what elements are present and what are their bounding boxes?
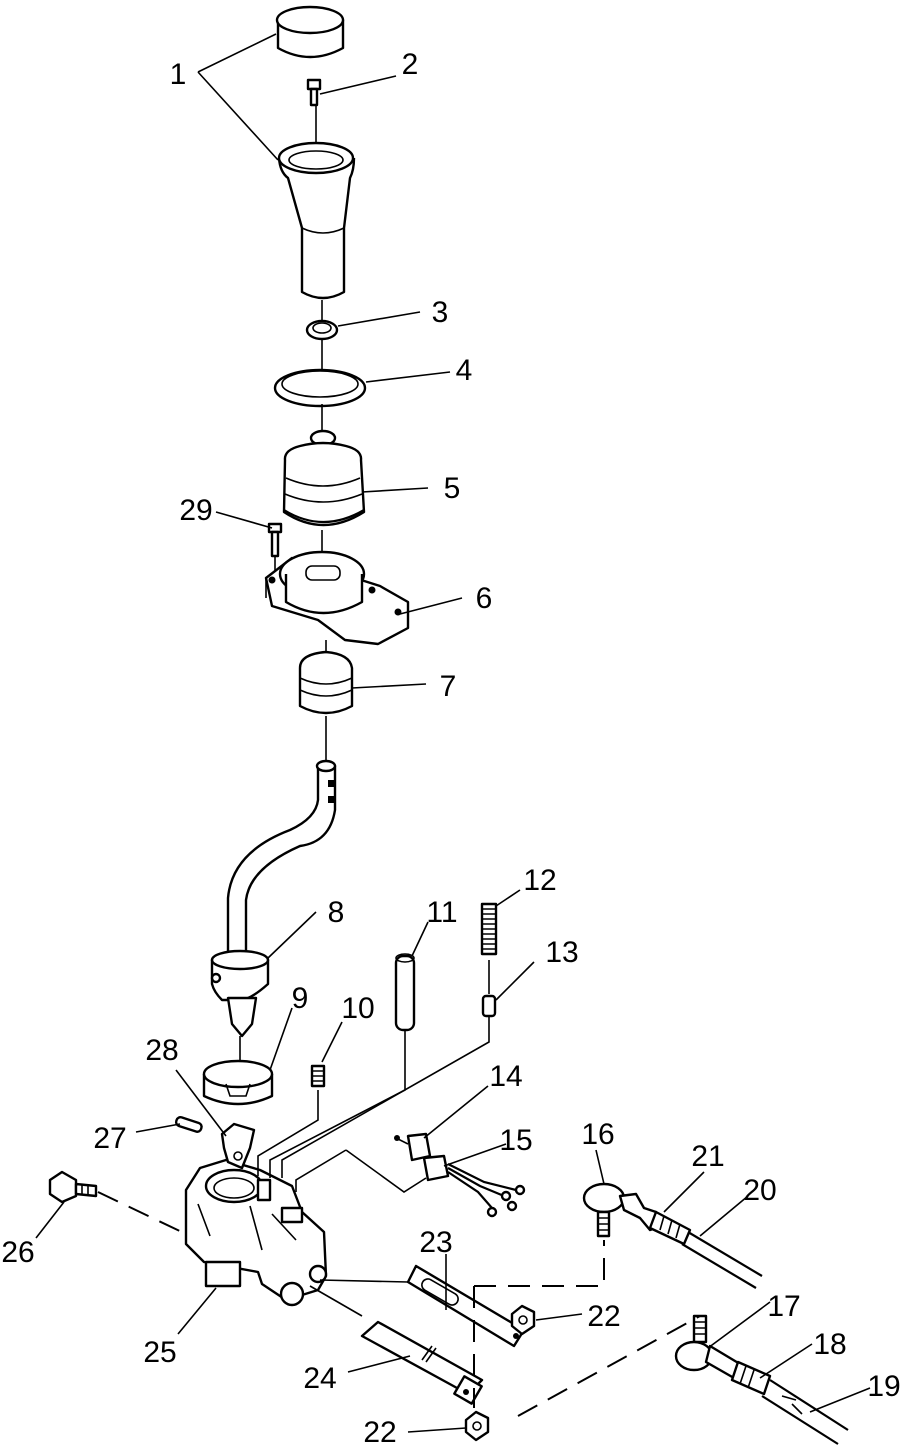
assembly-lines <box>239 106 490 1317</box>
callout-29: 29 <box>179 494 212 527</box>
mounting-screw-part <box>267 522 283 558</box>
callout-22-upper: 22 <box>587 1300 620 1333</box>
callout-23: 23 <box>419 1226 452 1259</box>
callout-16: 16 <box>581 1118 614 1151</box>
hex-nut-upper-part <box>510 1304 536 1336</box>
callout-17: 17 <box>767 1290 800 1323</box>
neutral-switch-part <box>394 1132 432 1162</box>
detent-pin-part <box>394 953 416 1032</box>
callout-9: 9 <box>292 982 309 1015</box>
link-rod-part <box>406 1264 526 1348</box>
leader-lines <box>35 33 871 1433</box>
small-ring-part <box>305 319 339 341</box>
reverse-switch-part <box>422 1154 526 1218</box>
callout-19: 19 <box>867 1370 900 1403</box>
shift-lever-part <box>210 759 337 1038</box>
lower-bellows-part <box>298 650 354 715</box>
callout-6: 6 <box>476 582 493 615</box>
roll-pin-part <box>174 1116 203 1133</box>
callout-1: 1 <box>170 58 187 91</box>
callout-8: 8 <box>328 896 345 929</box>
callout-22-lower: 22 <box>363 1416 396 1446</box>
callout-4: 4 <box>456 354 473 387</box>
callout-25: 25 <box>143 1336 176 1369</box>
callout-24: 24 <box>303 1362 336 1395</box>
callout-12: 12 <box>523 864 556 897</box>
shift-rod-part <box>360 1320 484 1405</box>
rod-end-upper-part <box>582 1182 626 1238</box>
callout-11: 11 <box>426 896 457 929</box>
large-ring-part <box>273 368 367 408</box>
rod-end-lower-part <box>674 1314 742 1380</box>
detent-spring-part <box>480 902 498 956</box>
callout-14: 14 <box>489 1060 522 1093</box>
dashed-connection-lines <box>97 1191 701 1417</box>
callout-10: 10 <box>341 992 374 1025</box>
housing-bolt-part <box>48 1170 98 1204</box>
set-screw-part <box>310 1064 326 1088</box>
callout-18: 18 <box>813 1328 846 1361</box>
callout-labels: 1 2 3 4 5 6 7 8 9 10 11 12 13 14 15 16 1… <box>1 48 900 1446</box>
callout-2: 2 <box>402 48 419 81</box>
callout-7: 7 <box>440 670 457 703</box>
interlock-arm-part <box>220 1122 256 1170</box>
shifter-plate-part <box>264 550 410 646</box>
upper-cable-part <box>618 1192 763 1289</box>
hex-nut-lower-part <box>464 1410 490 1442</box>
shift-boot-part <box>282 429 366 527</box>
shifter-housing-part <box>184 1158 328 1307</box>
knob-cap-part <box>275 5 345 59</box>
callout-27: 27 <box>93 1122 126 1155</box>
callout-20: 20 <box>743 1174 776 1207</box>
detent-ball-part <box>481 994 497 1018</box>
callout-13: 13 <box>545 936 578 969</box>
callout-3: 3 <box>432 296 449 329</box>
callout-15: 15 <box>499 1124 532 1157</box>
knob-screw-part <box>306 78 322 107</box>
callout-26: 26 <box>1 1236 34 1269</box>
lower-cable-part <box>730 1360 849 1445</box>
callout-21: 21 <box>691 1140 724 1173</box>
callout-28: 28 <box>145 1034 178 1067</box>
callout-5: 5 <box>444 472 461 505</box>
shift-grip-part <box>277 141 356 300</box>
shift-guide-part <box>202 1059 274 1106</box>
